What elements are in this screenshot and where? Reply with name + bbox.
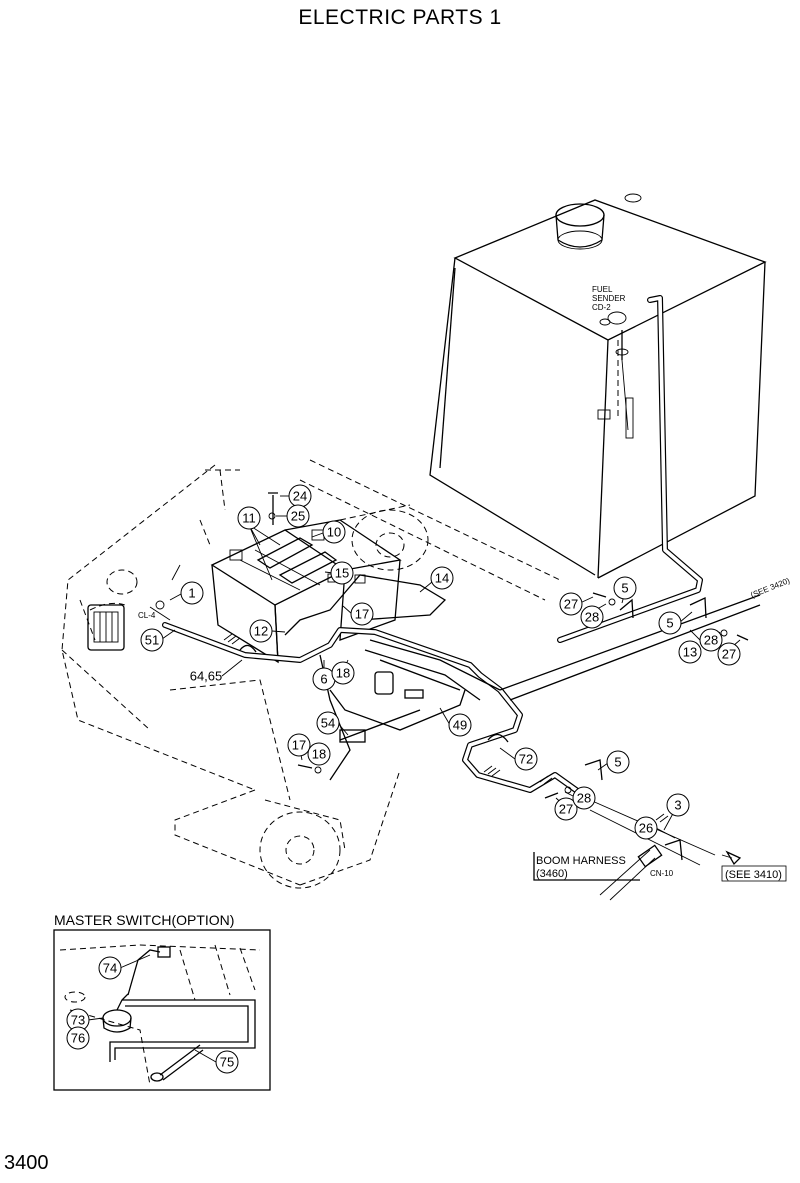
callout-12: 12 [249,619,273,643]
callout-10: 10 [322,520,346,544]
callout-5b: 5 [658,611,682,635]
svg-text:51: 51 [145,633,159,648]
svg-text:74: 74 [103,961,117,976]
callout-5c: 5 [606,750,630,774]
master-switch-title: MASTER SWITCH(OPTION) [54,912,234,928]
callout-3: 3 [666,793,690,817]
fuel-sender-label-2: SENDER [592,294,626,303]
callout-25: 25 [286,504,310,528]
callout-18b: 18 [307,742,331,766]
callout-14: 14 [430,566,454,590]
svg-text:5: 5 [621,581,628,596]
svg-text:11: 11 [242,511,256,526]
svg-text:64,65: 64,65 [190,669,223,684]
svg-text:75: 75 [220,1055,234,1070]
callout-72: 72 [514,747,538,771]
callout-13: 13 [678,640,702,664]
svg-text:72: 72 [519,752,533,767]
callout-17b: 17 [287,733,311,757]
callout-54: 54 [316,711,340,735]
callout-28b: 28 [699,628,723,652]
svg-text:1: 1 [188,586,195,601]
cl4-label: CL-4 [138,611,156,620]
see-3420-label: (SEE 3420) [749,576,791,600]
upper-frame [61,459,561,889]
master-switch-inset: MASTER SWITCH(OPTION) [53,912,271,1091]
svg-text:5: 5 [666,616,673,631]
see-3410-arrow [725,850,742,866]
callout-74: 74 [98,956,122,980]
svg-text:28: 28 [704,633,718,648]
svg-text:12: 12 [254,624,268,639]
callout-49: 49 [448,713,472,737]
svg-text:28: 28 [577,791,591,806]
svg-text:27: 27 [559,802,573,817]
callout-64-65: 64,65 [190,669,223,684]
fuel-sender-label-3: CD-2 [592,303,611,312]
callout-24: 24 [288,484,312,508]
callout-11: 11 [237,506,261,530]
wire-harness [149,564,761,901]
svg-text:15: 15 [335,566,349,581]
svg-text:17: 17 [292,738,306,753]
work-lamp [87,604,125,651]
callout-76: 76 [66,1026,90,1050]
svg-text:10: 10 [327,525,341,540]
svg-text:3: 3 [674,798,681,813]
callout-28c: 28 [572,786,596,810]
svg-text:25: 25 [291,509,305,524]
svg-text:28: 28 [585,610,599,625]
boom-harness-label: BOOM HARNESS [536,855,626,867]
svg-text:5: 5 [614,755,621,770]
callout-27b: 27 [717,642,741,666]
svg-text:49: 49 [453,718,467,733]
callout-28a: 28 [580,605,604,629]
boom-harness-ref: (3460) [536,868,568,880]
callout-15: 15 [330,561,354,585]
svg-text:26: 26 [639,821,653,836]
callout-17: 17 [350,602,374,626]
callout-18: 18 [331,661,355,685]
svg-text:18: 18 [336,666,350,681]
svg-text:54: 54 [321,716,335,731]
fuel-sender-label-1: FUEL [592,285,613,294]
svg-text:17: 17 [355,607,369,622]
svg-text:73: 73 [71,1013,85,1028]
page-title: ELECTRIC PARTS 1 [298,6,502,29]
svg-text:6: 6 [320,672,327,687]
svg-text:27: 27 [722,647,736,662]
fuel-tank [429,193,767,643]
see-3410-label: (SEE 3410) [725,869,782,881]
svg-text:14: 14 [435,571,449,586]
svg-text:27: 27 [564,597,578,612]
svg-text:24: 24 [293,489,307,504]
callout-1: 1 [180,581,204,605]
callout-27c: 27 [554,797,578,821]
svg-text:18: 18 [312,747,326,762]
callout-26: 26 [634,816,658,840]
callout-27a: 27 [559,592,583,616]
page-number: 3400 [4,1152,49,1174]
svg-text:13: 13 [683,645,697,660]
callout-5a: 5 [613,576,637,600]
callout-75: 75 [215,1050,239,1074]
callout-51: 51 [140,628,164,652]
cn10-label: CN-10 [650,869,674,878]
svg-text:76: 76 [71,1031,85,1046]
